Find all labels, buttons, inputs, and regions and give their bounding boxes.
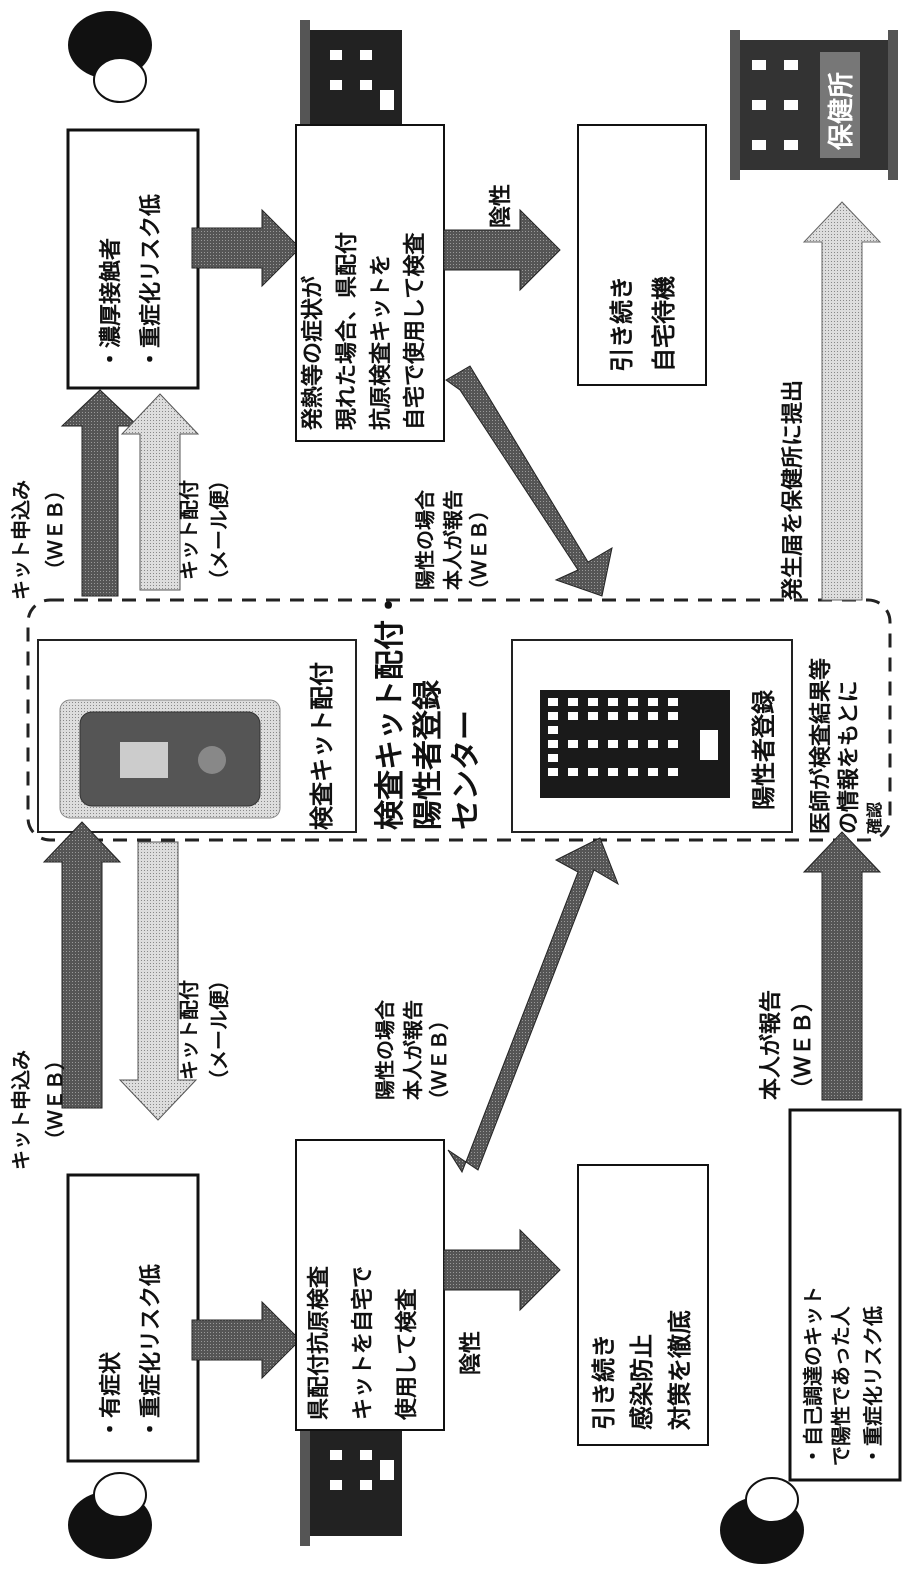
submit-label: 発生届を保健所に提出 (780, 380, 805, 601)
health-center-label: 保健所 (826, 72, 856, 151)
house-icon-2 (300, 20, 402, 138)
health-center-icon (730, 30, 898, 180)
center-title-line1: 検査キット配付・ (374, 590, 407, 830)
center-region (26, 598, 892, 842)
apply-2-line2: （ＷＥＢ） (44, 480, 67, 580)
negative-2-label: 陰性 (488, 184, 513, 228)
positive-2-line2: 本人が報告 (441, 490, 465, 590)
negative-arrow-2 (443, 208, 561, 292)
register-label: 陽性者登録 (750, 689, 778, 810)
center-title-line2: 陽性者登録 (411, 679, 445, 830)
close-contact-box (66, 128, 200, 390)
house-icon-1 (300, 1420, 402, 1546)
result-2-line1: 引き続き (608, 276, 636, 372)
self-report-line1: 本人が報告 (758, 990, 783, 1100)
deliver-1-line2: （メール便） (208, 970, 231, 1090)
self-kit-line3: ・重症化リスク低 (861, 1306, 885, 1466)
test-2-line2: 現れた場合、県配付 (334, 232, 359, 430)
test-box-2 (295, 124, 445, 442)
arrow-to-test-1 (191, 1300, 301, 1380)
deliver-2-line1: キット配付 (177, 480, 201, 580)
result-box-1 (577, 1164, 709, 1446)
symptomatic-line1: ・有症状 (98, 1351, 123, 1440)
test-2-line3: 抗原検査キットを (368, 254, 393, 430)
doctor-line3: 確認 (865, 802, 884, 834)
apply-arrow-1 (42, 821, 122, 1109)
test-1-line1: 県配付抗原検査 (306, 1265, 331, 1420)
result-1-line2: 感染防止 (628, 1334, 656, 1430)
positive-arrow-2 (445, 365, 613, 597)
deliver-2-line2: （メール便） (208, 470, 231, 590)
deliver-arrow-2 (120, 393, 200, 591)
positive-2-line3: （ＷＥＢ） (468, 500, 491, 600)
close-contact-line1: ・濃厚接触者 (98, 238, 123, 370)
submit-arrow (802, 201, 882, 601)
apply-2-line1: キット申込み (9, 480, 33, 600)
apply-1-line2: （ＷＥＢ） (44, 1050, 67, 1150)
center-title-line3: センター (450, 710, 483, 830)
result-1-line1: 引き続き (590, 1334, 618, 1430)
self-report-line2: （ＷＥＢ） (790, 990, 815, 1100)
positive-1-line1: 陽性の場合 (373, 999, 397, 1100)
self-kit-line1: ・自己調達のキット (801, 1286, 825, 1466)
positive-1-line2: 本人が報告 (401, 1000, 425, 1100)
apply-arrow-2 (60, 389, 140, 597)
deliver-arrow-1 (118, 841, 198, 1121)
result-2-line2: 自宅待機 (650, 276, 678, 372)
symptomatic-line2: ・重症化リスク低 (138, 1264, 163, 1440)
positive-arrow-1 (447, 837, 619, 1174)
person-icon-1 (68, 1472, 152, 1559)
apply-1-line1: キット申込み (9, 1050, 33, 1170)
test-2-line1: 発熱等の症状が (300, 276, 325, 431)
positive-2-line1: 陽性の場合 (413, 489, 437, 590)
test-1-line3: 使用して検査 (394, 1288, 419, 1421)
doctor-line2: の情報をもとに (836, 680, 861, 834)
result-1-line3: 対策を徹底 (666, 1310, 694, 1430)
negative-1-label: 陰性 (458, 1331, 483, 1375)
test-box-1 (295, 1139, 445, 1431)
negative-arrow-1 (443, 1228, 561, 1312)
doctor-line1: 医師が検査結果等 (808, 658, 833, 834)
building-icon (540, 690, 730, 798)
arrow-to-test-2 (191, 208, 301, 288)
person-icon-3 (68, 11, 152, 103)
test-2-line4: 自宅で使用して検査 (402, 232, 427, 430)
person-icon-2 (720, 1477, 804, 1564)
self-kit-box (788, 1108, 902, 1482)
positive-1-line3: （ＷＥＢ） (428, 1010, 451, 1110)
result-box-2 (577, 124, 707, 386)
self-report-arrow (802, 831, 882, 1101)
deliver-1-line1: キット配付 (177, 980, 201, 1080)
self-kit-line2: で陽性であった人 (830, 1305, 853, 1466)
kit-label: 検査キット配付 (309, 662, 336, 830)
symptomatic-box (66, 1173, 200, 1463)
test-1-line2: キットを自宅で (350, 1266, 375, 1420)
close-contact-line2: ・重症化リスク低 (138, 194, 163, 370)
test-kit-image (59, 699, 281, 819)
